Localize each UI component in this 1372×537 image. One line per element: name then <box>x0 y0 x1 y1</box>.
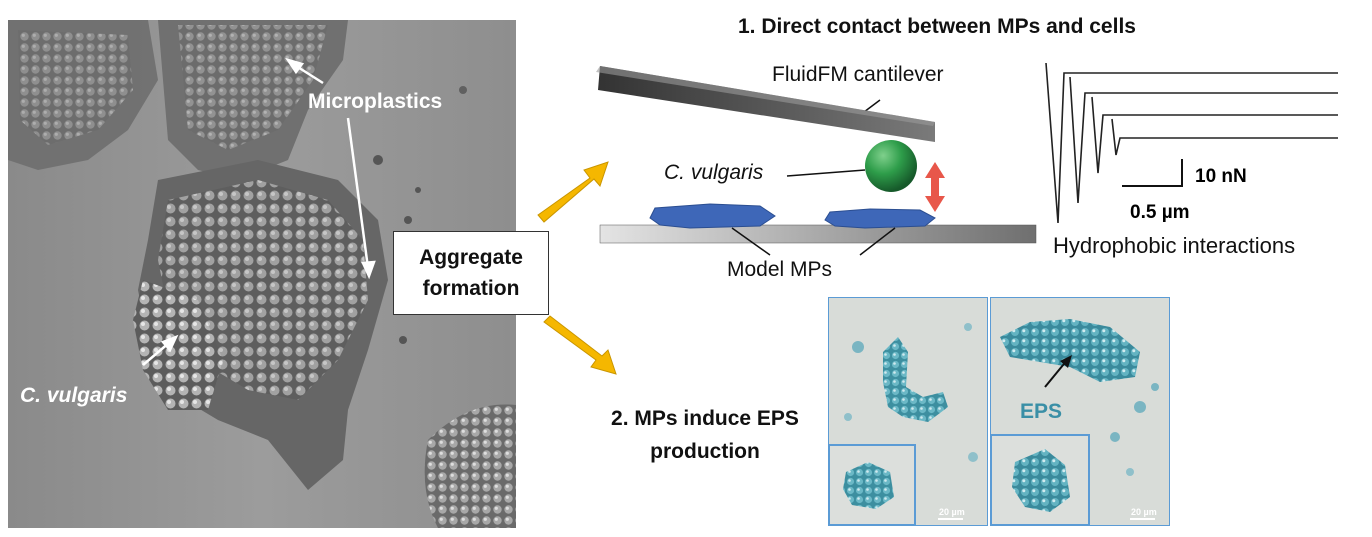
arrow-down-right <box>543 315 617 375</box>
pathway-arrows <box>537 161 617 375</box>
microscope-image <box>8 20 516 528</box>
mechanism-2-line-1: 2. MPs induce EPS <box>611 407 799 430</box>
double-arrow <box>925 162 945 212</box>
cells-label: C. vulgaris <box>20 384 128 407</box>
scale-left-label: 20 µm <box>939 507 965 517</box>
force-curve-4 <box>1111 118 1338 156</box>
model-mps-label: Model MPs <box>727 258 833 281</box>
arrow-up-right <box>537 161 609 223</box>
mp-particle-2 <box>824 208 936 229</box>
cell-sphere <box>865 140 917 192</box>
cell-label: C. vulgaris <box>664 161 764 184</box>
aggregate-formation-box: Aggregate formation <box>393 231 549 315</box>
force-curve-2 <box>1069 76 1338 204</box>
microscope-image-svg <box>8 20 516 528</box>
substrate <box>599 224 1037 244</box>
eps-panel-right: 20 µm <box>989 296 1171 527</box>
mechanism-1-title: 1. Direct contact between MPs and cells <box>738 15 1136 38</box>
force-curve-3 <box>1091 96 1338 174</box>
mp-particle-1 <box>649 203 776 229</box>
distance-scale-label: 0.5 µm <box>1130 202 1190 223</box>
force-curve-1 <box>1045 62 1338 224</box>
scale-bar <box>1122 159 1183 187</box>
force-curves <box>1045 62 1338 224</box>
aggregate-line-1: Aggregate <box>419 246 523 269</box>
eps-panel-left: 20 µm <box>827 296 989 527</box>
cantilever-label: FluidFM cantilever <box>772 63 944 86</box>
mechanism-2-title: 2. MPs induce EPS production <box>585 402 825 468</box>
eps-panel-right-svg: 20 µm <box>989 296 1171 527</box>
fluidfm-diagram <box>596 66 1037 256</box>
eps-label: EPS <box>1020 400 1063 423</box>
microplastics-label: Microplastics <box>308 90 443 113</box>
eps-panel-left-svg: 20 µm <box>827 296 989 527</box>
mechanism-2-line-2: production <box>650 440 760 463</box>
force-scale-label: 10 nN <box>1195 166 1247 187</box>
scale-right-label: 20 µm <box>1131 507 1157 517</box>
aggregate-line-2: formation <box>422 277 520 300</box>
curves-caption: Hydrophobic interactions <box>1053 233 1296 258</box>
